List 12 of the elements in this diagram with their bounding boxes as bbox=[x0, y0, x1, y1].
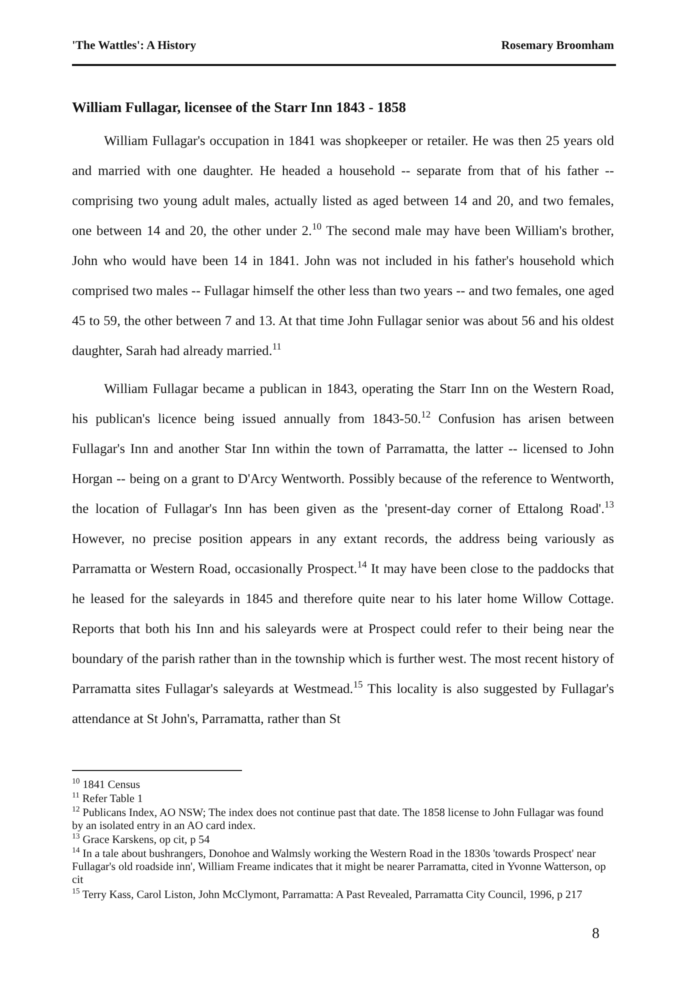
footnote: $^{10}$ 1841 Census bbox=[72, 779, 142, 792]
page-number: 8 bbox=[592, 928, 600, 942]
body-paragraph: William Fullagar became a publican in 1843, operating the Starr Inn on the Western Road, his publican's licence being issued annually from 1843-50.$^{12}$ Confusion has arisen between Fullagar's Inn and another Star Inn within the town of Parramatta, the latter -- licensed to John Horgan -- being on a grant to D'Arcy Wentworth. Possibly because of the reference to Wentworth, the location of Fullagar's Inn has been given as the 'present-day corner of Ettalong Road'.$^{13}$ However, no precise position appears in any extant records, the address being variously as Parramatta or Western Road, occasionally Prospect.$^{14}$ It may have been close to the paddocks that he leased for the saleyards in 1845 and therefore quite near to his later home Willow Cottage. Reports that both his Inn and his saleyards were at Prospect could refer to their being near the boundary of the parish rather than in the township which is further west. The most recent history of Parramatta sites Fullagar's saleyards at Westmead.$^{15}$ This locality is also suggested by Fullagar's attendance at St John's, Parramatta, rather than St bbox=[72, 380, 614, 728]
running-header: 'The Wattles': A History bbox=[72, 38, 196, 53]
footnote: $^{12}$ Publicans Index, AO NSW; The index does not continue past that date. The 1858 license to John Fullagar was found by an isolated entry in an AO card index. bbox=[72, 807, 604, 833]
footnote: $^{11}$ Refer Table 1 bbox=[72, 793, 144, 806]
section-heading: William Fullagar, licensee of the Starr Inn 1843 - 1858 bbox=[72, 100, 406, 117]
author-name: Rosemary Broomham bbox=[501, 38, 614, 53]
footnote: $^{15}$ Terry Kass, Carol Liston, John McClymont, Parramatta: A Past Revealed, Parramatta City Council, 1996, p 217 bbox=[72, 889, 584, 902]
body-paragraph: William Fullagar's occupation in 1841 was shopkeeper or retailer. He was then 25 years old and married with one daughter. He headed a household -- separate from that of his father -- comprising two young adult males, actually listed as aged between 14 and 20, and two females, one between 14 and 20, the other under 2.$^{10}$ The second male may have been William's brother, John who would have been 14 in 1841. John was not included in his father's household which comprised two males -- Fullagar himself the other less than two years -- and two females, one aged 45 to 59, the other between 7 and 13. At that time John Fullagar senior was about 56 and his oldest daughter, Sarah had already married.$^{11}$ bbox=[72, 132, 614, 360]
footnote: $^{13}$ Grace Karskens, op cit, p 54 bbox=[72, 834, 211, 847]
footnote: $^{14}$ In a tale about bushrangers, Donohoe and Walmsly working the Western Road in the 1830s 'towards Prospect' near Fullagar's old roadside inn', William Freame indicates that it might be nearer Parramatta, cited in Yvonne Watterson, op cit bbox=[72, 848, 607, 888]
